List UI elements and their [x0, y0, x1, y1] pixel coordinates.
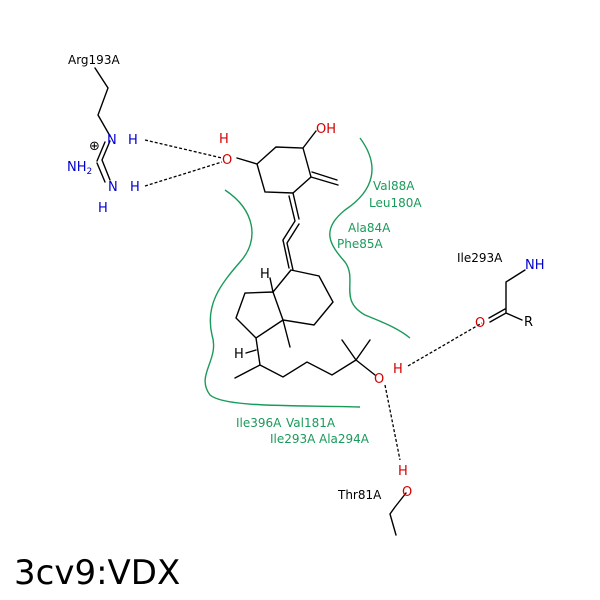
atom-r-group: R — [524, 315, 533, 330]
atom-h-chain: H — [234, 347, 244, 362]
hydrophobic-label-ile293: Ile293A — [270, 432, 316, 446]
hydrophobic-arc-right — [329, 137, 411, 339]
hydrophobic-label-val181: Val181A — [286, 416, 336, 430]
hbond-arg-bottom — [144, 161, 223, 187]
diagram-title: 3cv9:VDX — [14, 553, 180, 593]
ile-bonds — [488, 269, 526, 323]
triene-chain-bonds — [282, 192, 300, 271]
atom-h-oleft: H — [219, 132, 229, 147]
hydrophobic-label-ala294: Ala294A — [319, 432, 370, 446]
charge-plus: ⊕ — [89, 139, 100, 154]
hydrophobic-label-leu180: Leu180A — [369, 196, 422, 210]
a-ring-bonds — [236, 146, 312, 194]
atom-h-ntop: H — [128, 133, 138, 148]
residue-label-ile: Ile293A — [457, 251, 503, 265]
atom-n-bottom: N — [108, 180, 118, 195]
hydrophobic-arc-left — [204, 189, 361, 408]
residue-label-thr: Thr81A — [337, 488, 382, 502]
atom-o-left: O — [222, 153, 232, 168]
atom-o-side: O — [374, 372, 384, 387]
hydrophobic-arcs — [204, 137, 411, 408]
hydrogen-bonds — [144, 139, 483, 461]
residue-label-arg: Arg193A — [68, 53, 120, 67]
atom-nh2: NH2 — [67, 160, 92, 177]
guanidine-bonds — [96, 140, 111, 183]
atom-oh-top: OH — [316, 122, 336, 137]
atom-h-nh2: H — [98, 201, 108, 216]
ligand-bonds — [94, 67, 526, 536]
hbond-thr — [384, 384, 401, 461]
hbond-ile-carbonyl — [407, 322, 483, 367]
chain-h-bond — [245, 349, 257, 354]
atom-h-side: H — [393, 362, 403, 377]
methylene-bond — [310, 171, 339, 186]
oh-top-bond — [302, 130, 317, 149]
ring-h-bond — [269, 277, 274, 293]
atom-n-top: N — [107, 133, 117, 148]
cd-ring-bonds — [235, 269, 334, 348]
thr-bonds — [389, 492, 407, 536]
atom-nh-ile: NH — [525, 258, 545, 273]
hydrophobic-label-ile396: Ile396A — [236, 416, 282, 430]
atom-o-thr: O — [402, 485, 412, 500]
hydrophobic-label-ala84: Ala84A — [348, 221, 391, 235]
atom-o-carbonyl: O — [475, 316, 485, 331]
hydrophobic-label-val88: Val88A — [373, 179, 415, 193]
atom-h-ring: H — [260, 267, 270, 282]
hbond-arg-top — [144, 139, 223, 159]
arg-chain-bond — [94, 67, 111, 137]
hydrophobic-label-phe85: Phe85A — [337, 237, 383, 251]
atom-h-nbot: H — [130, 180, 140, 195]
side-chain-bonds — [234, 337, 376, 379]
atom-h-thr: H — [398, 464, 408, 479]
